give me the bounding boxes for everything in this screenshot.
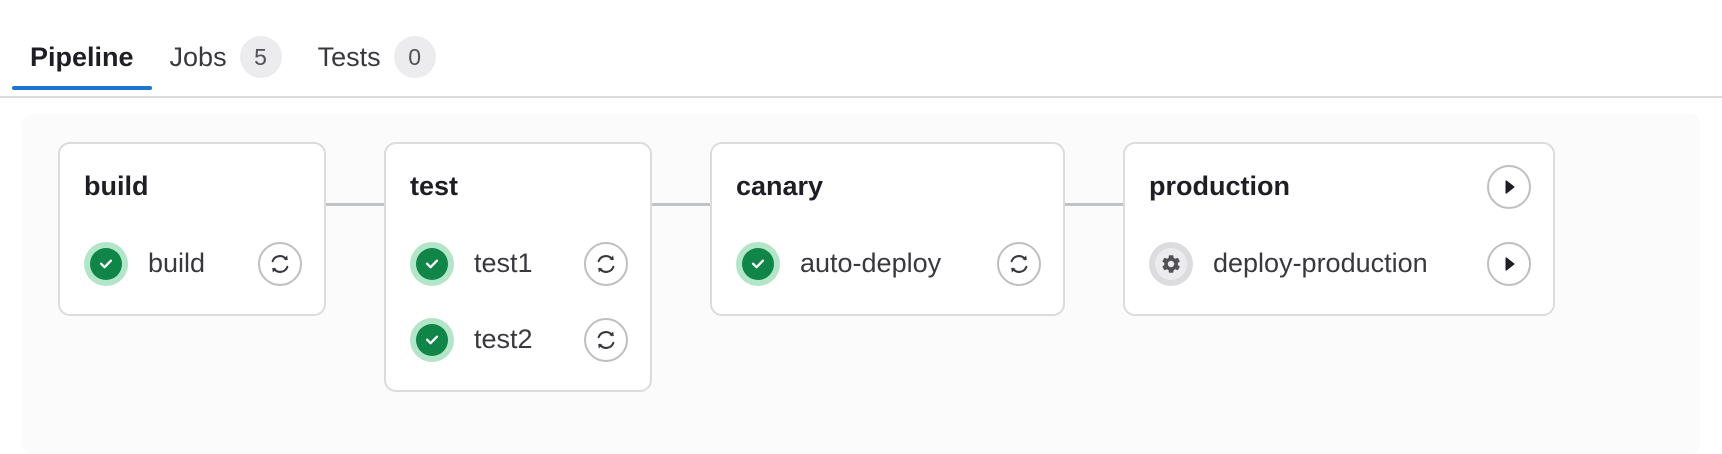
retry-icon[interactable] <box>258 242 302 286</box>
stage-title: build <box>84 171 149 202</box>
status-icon-core <box>90 248 122 280</box>
stage-connector <box>326 203 384 206</box>
job-row[interactable]: test2 <box>404 312 632 368</box>
stage-card-build: build build <box>58 142 326 316</box>
stage-header: test <box>404 164 632 210</box>
pipeline-graph-canvas: build build test test1 test2 canary auto-deplo… <box>22 114 1700 454</box>
pipeline-graph-wrapper: build build test test1 test2 canary auto-deplo… <box>0 98 1722 454</box>
job-name[interactable]: build <box>148 248 206 279</box>
pipeline-stage-canary: canary auto-deploy <box>710 142 1065 316</box>
stage-header: build <box>78 164 306 210</box>
job-row[interactable]: test1 <box>404 236 632 292</box>
stage-connector <box>1065 203 1123 206</box>
retry-icon[interactable] <box>584 318 628 362</box>
job-list: deploy-production <box>1143 236 1535 292</box>
job-list: auto-deploy <box>730 236 1045 292</box>
job-name[interactable]: deploy-production <box>1213 248 1428 279</box>
status-icon-core <box>416 248 448 280</box>
stage-header: canary <box>730 164 1045 210</box>
job-list: test1 test2 <box>404 236 632 368</box>
status-icon-core <box>416 324 448 356</box>
pipeline-stage-row: build build test test1 test2 canary auto-deplo… <box>22 142 1700 392</box>
tab-count-badge: 5 <box>239 36 282 78</box>
status-success-icon[interactable] <box>736 242 780 286</box>
stage-title: test <box>410 171 459 202</box>
status-success-icon[interactable] <box>410 318 454 362</box>
play-icon[interactable] <box>1487 165 1531 209</box>
job-list: build <box>78 236 306 292</box>
stage-card-canary: canary auto-deploy <box>710 142 1065 316</box>
tab-label: Jobs <box>169 41 227 72</box>
job-name[interactable]: test1 <box>474 248 533 279</box>
pipeline-stage-test: test test1 test2 <box>384 142 652 392</box>
stage-header: production <box>1143 164 1535 210</box>
tab-count-badge: 0 <box>393 36 436 78</box>
stage-card-production: production deploy-production <box>1123 142 1555 316</box>
pipeline-stage-production: production deploy-production <box>1123 142 1555 316</box>
job-name[interactable]: auto-deploy <box>800 248 942 279</box>
play-icon[interactable] <box>1487 242 1531 286</box>
tab-label: Tests <box>317 41 381 72</box>
stage-card-test: test test1 test2 <box>384 142 652 392</box>
tab-label: Pipeline <box>30 41 134 72</box>
job-row[interactable]: deploy-production <box>1143 236 1535 292</box>
tab-pipeline[interactable]: Pipeline <box>12 0 152 90</box>
status-icon-core <box>742 248 774 280</box>
stage-connector <box>652 203 710 206</box>
status-icon-core <box>1155 248 1187 280</box>
job-row[interactable]: build <box>78 236 306 292</box>
retry-icon[interactable] <box>997 242 1041 286</box>
tab-jobs[interactable]: Jobs 5 <box>152 0 300 90</box>
stage-title: production <box>1149 171 1290 202</box>
pipeline-stage-build: build build <box>58 142 326 316</box>
status-success-icon[interactable] <box>84 242 128 286</box>
tab-tests[interactable]: Tests 0 <box>300 0 454 90</box>
retry-icon[interactable] <box>584 242 628 286</box>
job-row[interactable]: auto-deploy <box>730 236 1045 292</box>
job-name[interactable]: test2 <box>474 324 533 355</box>
status-success-icon[interactable] <box>410 242 454 286</box>
status-manual-icon[interactable] <box>1149 242 1193 286</box>
stage-title: canary <box>736 171 824 202</box>
pipeline-tab-bar: Pipeline Jobs 5 Tests 0 <box>0 0 1722 98</box>
